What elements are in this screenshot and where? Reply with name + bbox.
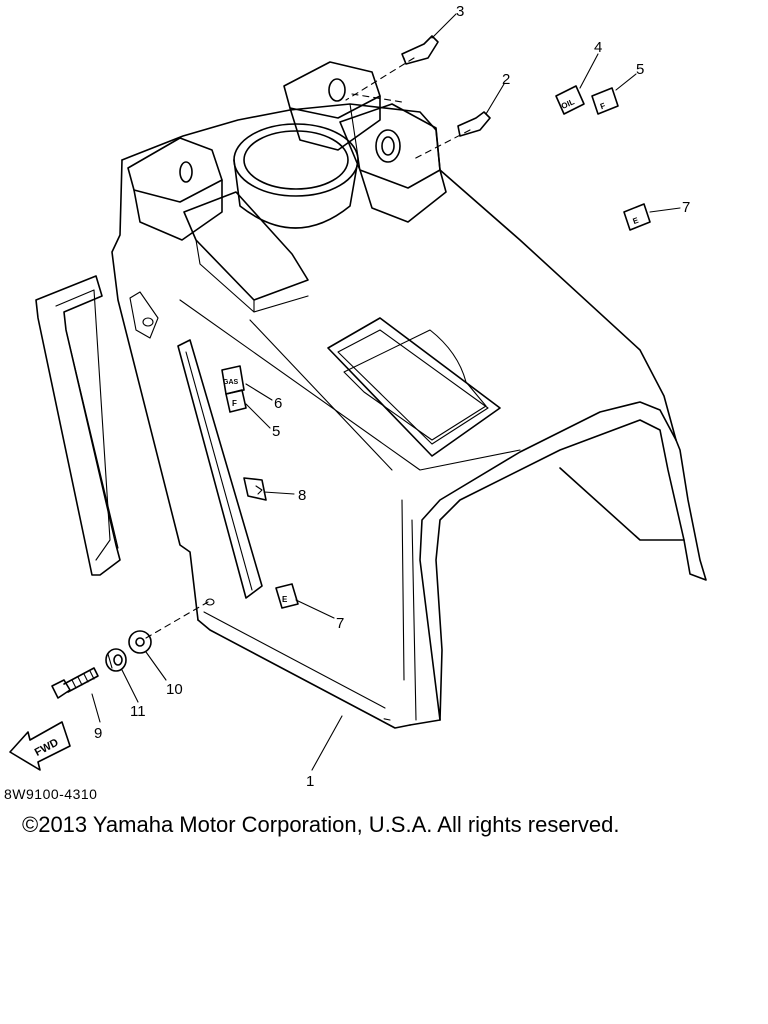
leader-lines bbox=[145, 57, 471, 721]
callout-11: 11 bbox=[130, 703, 146, 720]
fwd-arrow-icon: FWD bbox=[9, 721, 71, 771]
callout-6: 6 bbox=[274, 395, 282, 412]
callout-4: 4 bbox=[594, 39, 602, 56]
svg-text:F: F bbox=[599, 101, 607, 111]
f-label-part-5-top: F bbox=[591, 87, 619, 115]
side-panel bbox=[35, 275, 121, 576]
svg-text:GAS: GAS bbox=[223, 379, 239, 386]
callout-leaders bbox=[91, 13, 681, 771]
top-console bbox=[127, 61, 501, 457]
callout-10: 10 bbox=[166, 681, 183, 698]
f-label-part-5-side: F bbox=[225, 389, 247, 413]
parts-diagram: OIL F E GAS F E bbox=[9, 3, 707, 790]
svg-text:E: E bbox=[282, 595, 288, 604]
svg-text:FWD: FWD bbox=[33, 736, 61, 758]
side-slot bbox=[177, 339, 263, 599]
callout-3: 3 bbox=[456, 3, 464, 20]
hood-body bbox=[111, 103, 707, 729]
oil-label-part-4: OIL bbox=[555, 85, 585, 115]
callout-2: 2 bbox=[502, 71, 510, 88]
drawing-code: 8W9100-4310 bbox=[4, 786, 98, 802]
svg-text:F: F bbox=[232, 399, 237, 408]
e-label-part-7-side: E bbox=[275, 583, 299, 609]
washer-part-10 bbox=[128, 630, 152, 654]
copyright-notice: ©2013 Yamaha Motor Corporation, U.S.A. A… bbox=[22, 812, 620, 837]
bolt-part-9 bbox=[51, 667, 99, 699]
callout-7-side: 7 bbox=[336, 615, 344, 632]
callout-numbers: 3 2 4 5 7 6 5 8 7 10 11 9 1 bbox=[94, 3, 690, 790]
svg-text:E: E bbox=[632, 215, 641, 226]
collar-part-11 bbox=[105, 648, 127, 672]
grommet-part-2 bbox=[457, 111, 491, 137]
gas-label-part-6: GAS bbox=[221, 365, 245, 395]
callout-5-top: 5 bbox=[636, 61, 644, 78]
callout-1: 1 bbox=[306, 773, 314, 790]
callout-9: 9 bbox=[94, 725, 102, 742]
mounting-hole bbox=[205, 598, 215, 606]
e-label-part-7-top: E bbox=[623, 203, 651, 231]
callout-8: 8 bbox=[298, 487, 306, 504]
callout-7-top: 7 bbox=[682, 199, 690, 216]
callout-5-side: 5 bbox=[272, 423, 280, 440]
grommet-part-3 bbox=[401, 35, 439, 65]
tab-part-8 bbox=[243, 477, 267, 501]
